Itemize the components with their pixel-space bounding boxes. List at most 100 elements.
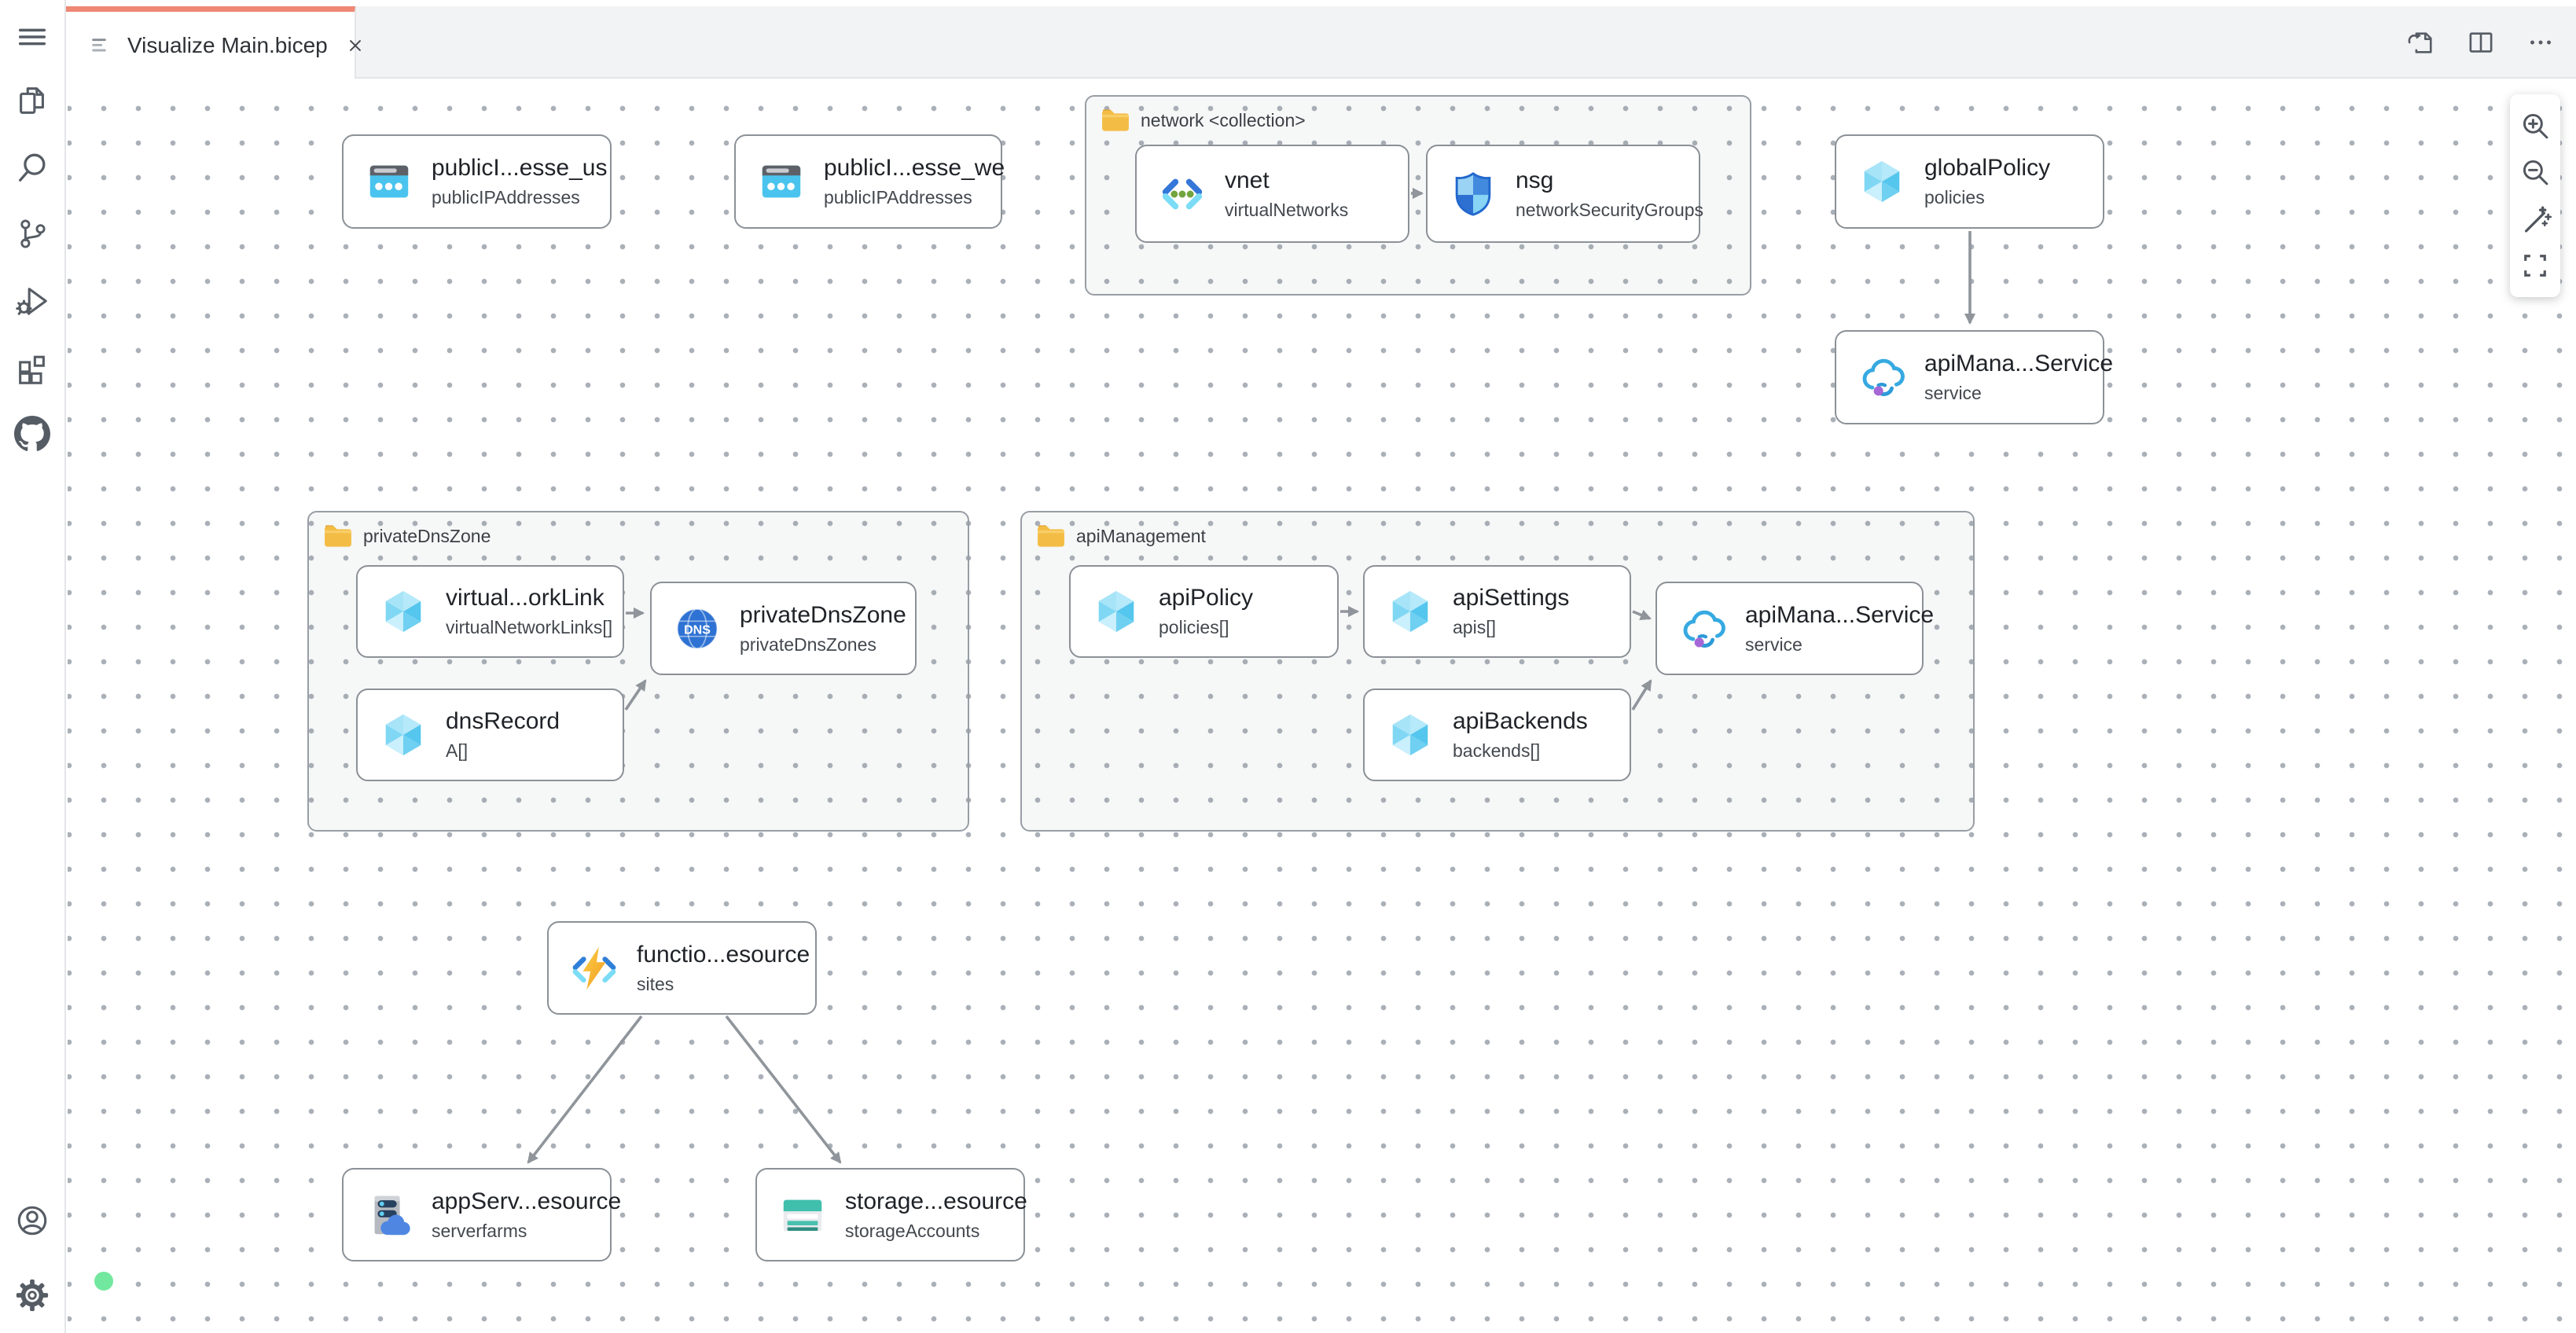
group-label-text: network <collection> (1141, 109, 1306, 130)
activity-bar-item-settings[interactable] (10, 1273, 54, 1317)
apim-icon (1678, 604, 1727, 653)
node-publicIp_we[interactable]: publicI...esse_we publicIPAddresses (734, 134, 1005, 229)
dns-icon: DNS (673, 604, 722, 653)
explorer-icon (14, 83, 50, 119)
node-title: storage...esource (845, 1188, 1027, 1214)
node-title: vnet (1225, 167, 1270, 193)
folder-icon (1036, 523, 1066, 549)
group-label-text: privateDnsZone (363, 525, 491, 546)
cube-icon (1858, 157, 1906, 206)
node-appServicePlan[interactable]: appServ...esource serverfarms (342, 1168, 622, 1261)
editor-tab-bar: Visualize Main.bicep (0, 0, 2576, 79)
zoom-in-button[interactable] (2518, 108, 2552, 143)
tab-bar-empty-area (355, 6, 2576, 79)
account-icon (14, 1203, 50, 1239)
serverfarm-icon (365, 1191, 413, 1239)
cube-icon (1386, 587, 1435, 636)
more-actions-icon (2524, 26, 2557, 59)
activity-bar-item-explorer[interactable] (10, 79, 54, 123)
node-title: apiMana...Service (1924, 351, 2114, 376)
open-preview-button[interactable] (2405, 26, 2438, 59)
node-subtitle: publicIPAddresses (824, 187, 972, 207)
public-ip-icon (757, 157, 806, 206)
diagram-toolbar (2510, 94, 2560, 297)
split-editor-button[interactable] (2464, 26, 2497, 59)
tab-close-button[interactable] (342, 32, 369, 59)
node-virtualNetworkLink[interactable]: virtual...orkLink virtualNetworkLinks[] (356, 565, 624, 658)
zoom-out-button[interactable] (2518, 155, 2552, 189)
menu-icon (14, 19, 50, 55)
zoom-in-icon (2519, 109, 2552, 142)
node-title: apiSettings (1453, 585, 1570, 611)
node-title: apiBackends (1453, 708, 1588, 734)
fullscreen-button[interactable] (2518, 248, 2552, 283)
folder-icon (1101, 108, 1130, 133)
split-editor-icon (2464, 26, 2497, 59)
node-subtitle: policies (1924, 187, 1985, 207)
node-subtitle: service (1924, 383, 1982, 403)
node-storageAccount[interactable]: storage...esource storageAccounts (755, 1168, 1027, 1261)
node-subtitle: backends[] (1453, 740, 1541, 761)
node-subtitle: serverfarms (432, 1220, 527, 1241)
svg-text:DNS: DNS (684, 623, 711, 637)
node-title: dnsRecord (446, 708, 560, 734)
search-icon (14, 149, 50, 185)
node-subtitle: service (1745, 633, 1802, 655)
node-subtitle: networkSecurityGroups (1516, 199, 1704, 220)
activity-bar-item-source-control[interactable] (10, 211, 54, 255)
node-apimServiceInner[interactable]: apiMana...Service service (1655, 582, 1934, 675)
node-subtitle: sites (637, 973, 674, 994)
more-actions-button[interactable] (2524, 26, 2557, 59)
activity-bar-item-account[interactable] (10, 1199, 54, 1243)
storage-icon (778, 1191, 827, 1239)
group-label: network <collection> (1101, 108, 1306, 133)
node-nsg[interactable]: nsg networkSecurityGroups (1426, 145, 1704, 243)
magic-wand-button[interactable] (2518, 202, 2552, 237)
node-apimServiceTop[interactable]: apiMana...Service service (1835, 330, 2114, 424)
editor-tab-visualize[interactable]: Visualize Main.bicep (66, 6, 361, 79)
settings-gear-icon (14, 1277, 50, 1313)
node-apiBackends[interactable]: apiBackends backends[] (1363, 689, 1631, 781)
node-title: functio...esource (637, 941, 810, 968)
open-preview-icon (2405, 26, 2438, 59)
node-subtitle: A[] (446, 740, 469, 761)
public-ip-icon (365, 157, 413, 206)
node-functionResource[interactable]: functio...esource sites (547, 921, 817, 1015)
close-icon (349, 39, 361, 51)
magic-wand-icon (2519, 203, 2552, 236)
tab-title: Visualize Main.bicep (127, 32, 328, 57)
node-vnet[interactable]: vnet virtualNetworks (1135, 145, 1409, 243)
extensions-icon (14, 351, 50, 387)
node-subtitle: virtualNetworkLinks[] (446, 617, 613, 637)
node-subtitle: publicIPAddresses (432, 187, 580, 207)
nsg-icon (1449, 170, 1497, 218)
activity-bar-item-menu[interactable] (10, 15, 54, 59)
node-apiSettings[interactable]: apiSettings apis[] (1363, 565, 1631, 658)
group-label: apiManagement (1036, 523, 1206, 549)
node-title: appServ...esource (432, 1188, 622, 1214)
node-subtitle: privateDnsZones (740, 633, 876, 655)
vnet-icon (1158, 170, 1207, 218)
fullscreen-icon (2519, 249, 2552, 282)
node-globalPolicy[interactable]: globalPolicy policies (1835, 134, 2104, 229)
cube-icon (1386, 711, 1435, 759)
cube-icon (379, 711, 428, 759)
node-subtitle: virtualNetworks (1225, 199, 1349, 220)
preview-list-icon (88, 33, 113, 58)
node-subtitle: storageAccounts (845, 1220, 980, 1241)
node-dnsRecord[interactable]: dnsRecord A[] (356, 689, 624, 781)
activity-bar-item-search[interactable] (10, 145, 54, 189)
node-apiPolicy[interactable]: apiPolicy policies[] (1069, 565, 1339, 658)
diagram-canvas[interactable] (68, 79, 2576, 1333)
node-privateDnsZoneNode[interactable]: DNS privateDnsZone privateDnsZones (650, 582, 917, 675)
folder-icon (323, 523, 353, 549)
editor-actions (2405, 6, 2557, 79)
node-publicIp_us[interactable]: publicI...esse_us publicIPAddresses (342, 134, 612, 229)
activity-bar-item-github[interactable] (10, 412, 54, 456)
activity-bar-item-run-debug[interactable] (10, 279, 54, 323)
activity-bar-item-extensions[interactable] (10, 347, 54, 391)
status-dot (94, 1272, 113, 1291)
group-label-text: apiManagement (1076, 525, 1206, 546)
node-title: nsg (1516, 167, 1554, 193)
